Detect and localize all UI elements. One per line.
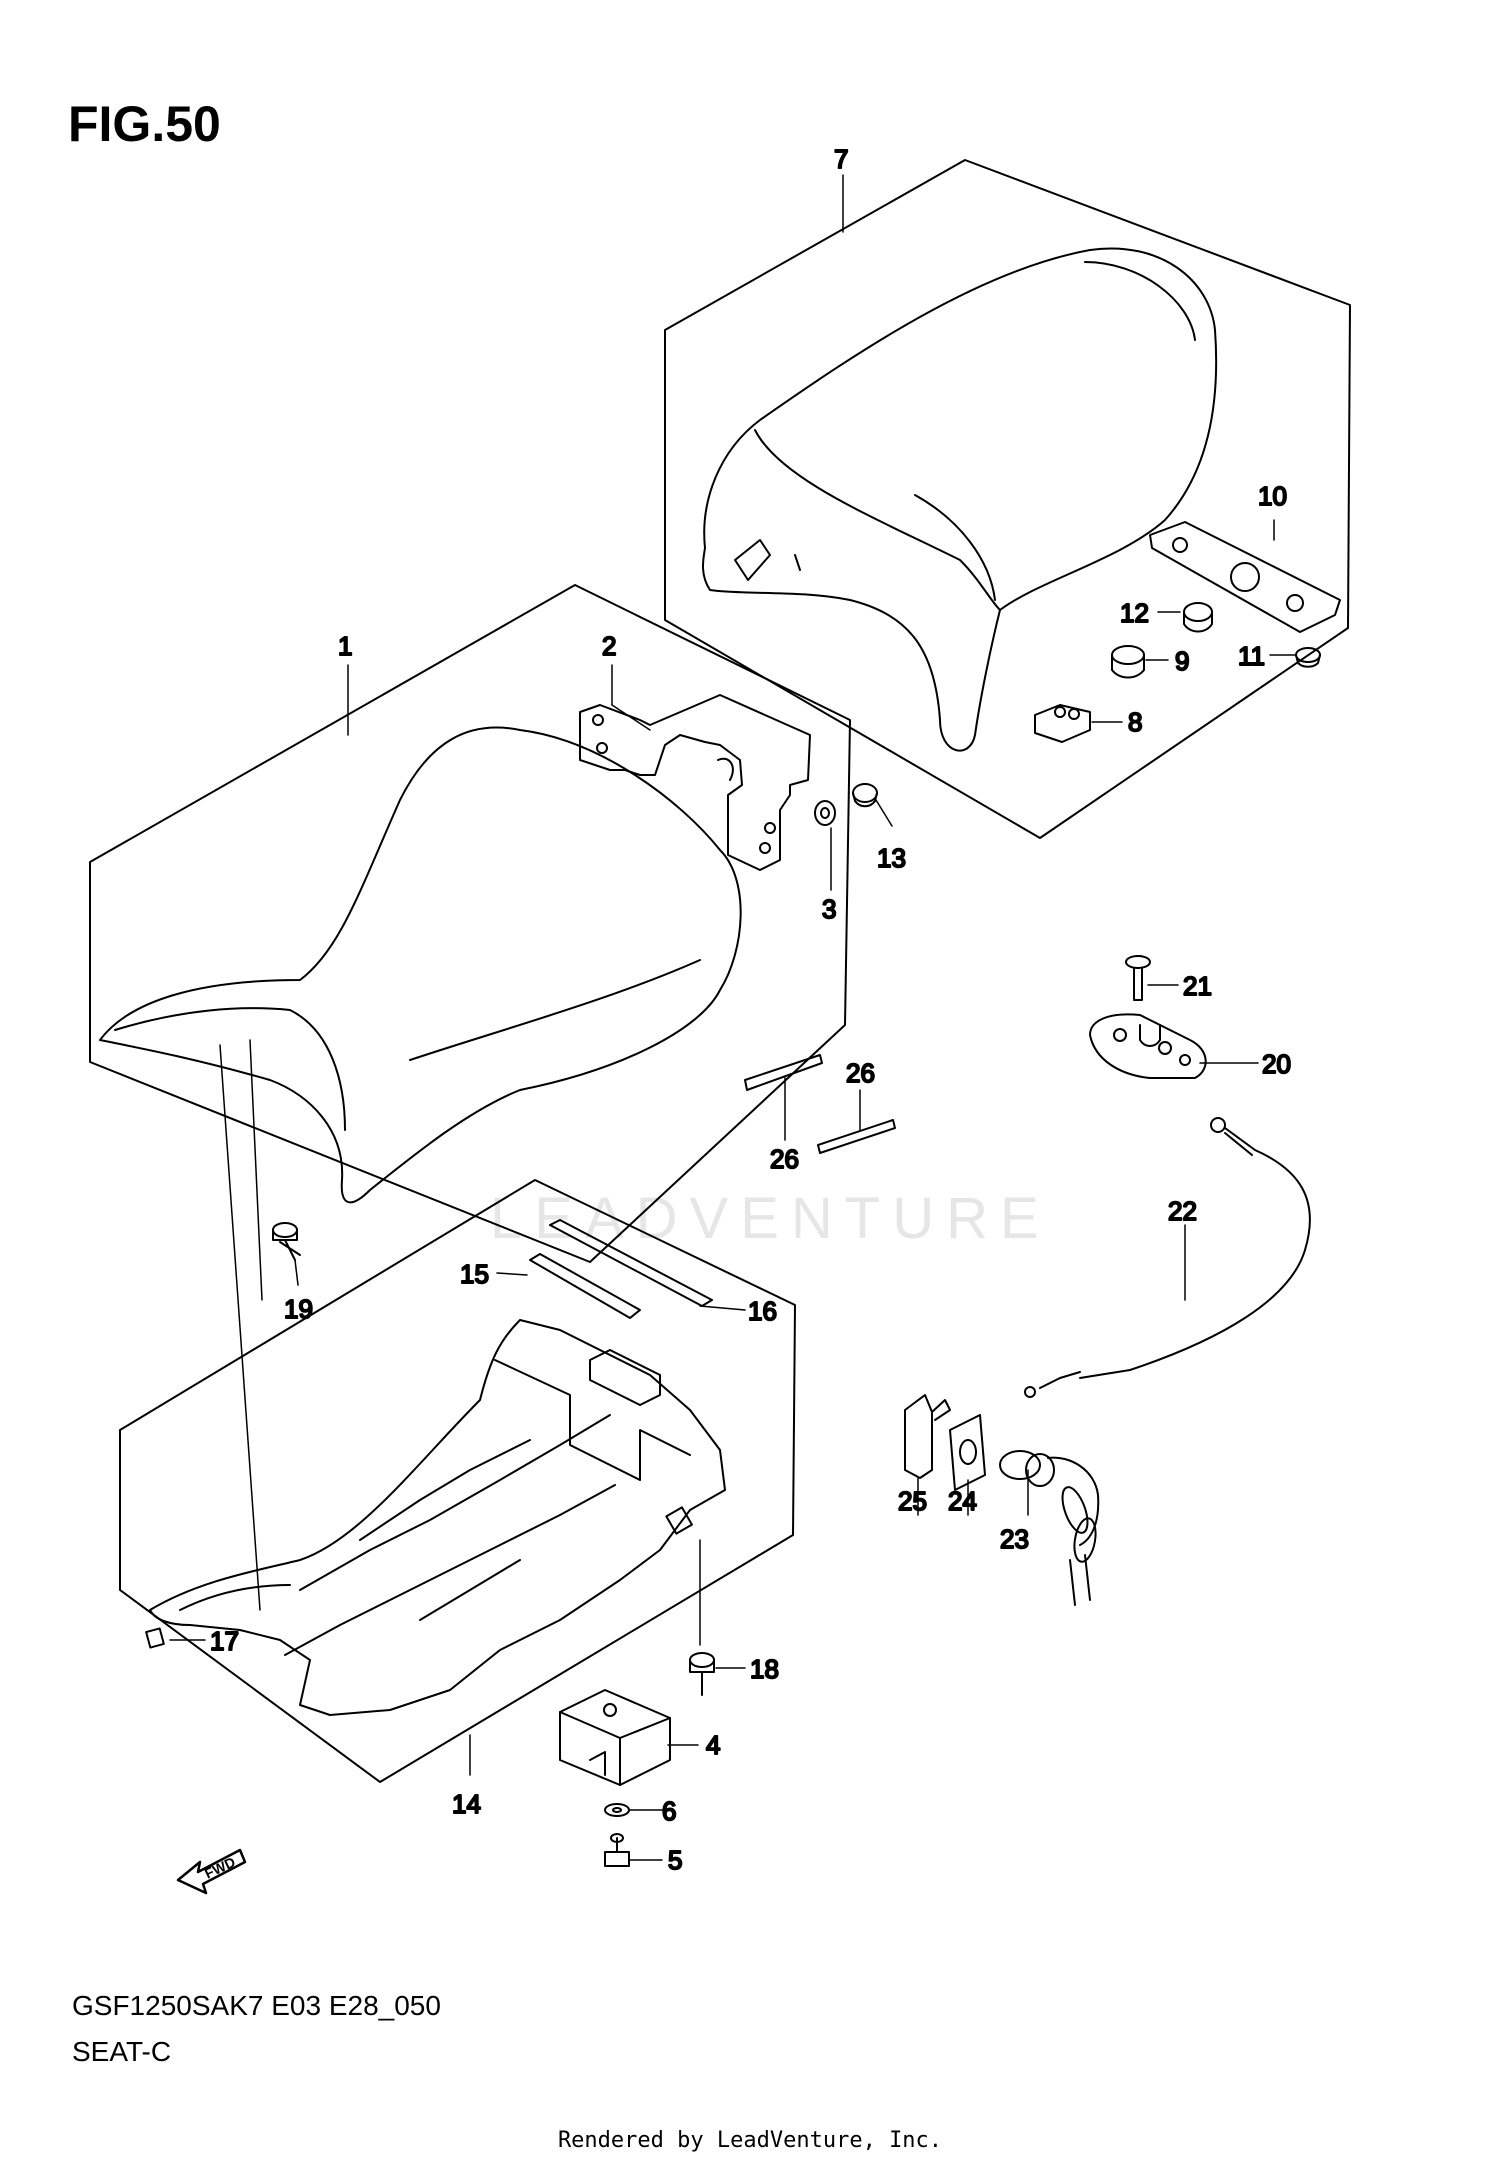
lock-base-part — [1089, 1013, 1207, 1079]
callout-15: 15 — [460, 1259, 489, 1289]
callout-25: 25 — [898, 1486, 927, 1516]
lock-plate-part — [949, 1414, 986, 1491]
callout-9: 9 — [1175, 646, 1189, 676]
strip-26b-part — [817, 1119, 896, 1154]
callout-20: 20 — [1262, 1049, 1291, 1079]
nut-part — [1295, 647, 1321, 668]
footer-credit: Rendered by LeadVenture, Inc. — [557, 2128, 943, 2153]
seat-bracket-part — [579, 694, 811, 871]
latch-box-part — [559, 1689, 671, 1786]
front-seat-group-box — [89, 584, 851, 1263]
callout-11: 11 — [1238, 641, 1265, 671]
strip-15-part — [529, 1253, 641, 1319]
callout-26-upper: 26 — [846, 1058, 875, 1088]
cushion-part — [1111, 645, 1145, 679]
callout-7: 7 — [834, 144, 848, 174]
callout-24: 24 — [948, 1486, 977, 1516]
callout-19: 19 — [284, 1294, 313, 1324]
screw-21-part — [1125, 955, 1151, 1001]
model-code: GSF1250SAK7 E03 E28_050 — [72, 1990, 441, 2021]
fwd-label: FWD — [202, 1854, 238, 1882]
key-lock-part — [999, 1450, 1100, 1606]
clip-25-part — [904, 1394, 951, 1479]
front-seat-part — [99, 726, 742, 1204]
callout-14: 14 — [452, 1789, 481, 1819]
callout-26-lower: 26 — [770, 1144, 799, 1174]
forward-arrow-icon: FWD — [176, 1848, 247, 1895]
seat-pan-group-box — [119, 1179, 796, 1783]
callout-2: 2 — [602, 631, 616, 661]
callout-23: 23 — [1000, 1524, 1029, 1554]
rear-seat-part — [702, 247, 1218, 752]
callout-17: 17 — [210, 1626, 239, 1656]
grommet-part — [852, 783, 878, 808]
callout-1: 1 — [338, 631, 352, 661]
damper-part — [1183, 602, 1213, 633]
bolt-18-part — [689, 1652, 715, 1696]
callout-6: 6 — [662, 1796, 676, 1826]
callout-18: 18 — [750, 1654, 779, 1684]
bolt-part — [272, 1222, 301, 1261]
figure-title: FIG.50 — [68, 96, 221, 152]
clip-part — [145, 1627, 165, 1649]
callout-12: 12 — [1120, 598, 1149, 628]
stopper-part — [1034, 704, 1091, 743]
seat-pan-part — [149, 1319, 726, 1716]
strip-26a-part — [744, 1054, 823, 1091]
leader-lines — [169, 174, 1296, 1861]
washer-6-part — [604, 1803, 630, 1817]
callout-13: 13 — [877, 843, 906, 873]
callout-8: 8 — [1128, 707, 1142, 737]
hinge-plate-part — [1149, 521, 1341, 633]
callout-4: 4 — [706, 1730, 720, 1760]
rear-seat-group-box — [664, 159, 1351, 839]
strip-16-part — [549, 1219, 713, 1307]
callout-22: 22 — [1168, 1196, 1197, 1226]
cable-part — [1024, 1117, 1311, 1398]
callout-3: 3 — [822, 894, 836, 924]
callout-5: 5 — [668, 1845, 682, 1875]
screw-5-part — [604, 1833, 630, 1867]
section-name: SEAT-C — [72, 2036, 172, 2067]
callout-10: 10 — [1258, 481, 1287, 511]
callout-16: 16 — [748, 1296, 777, 1326]
watermark: LEADVENTURE — [490, 1186, 1051, 1251]
callout-21: 21 — [1183, 971, 1212, 1001]
washer-part — [814, 800, 836, 826]
